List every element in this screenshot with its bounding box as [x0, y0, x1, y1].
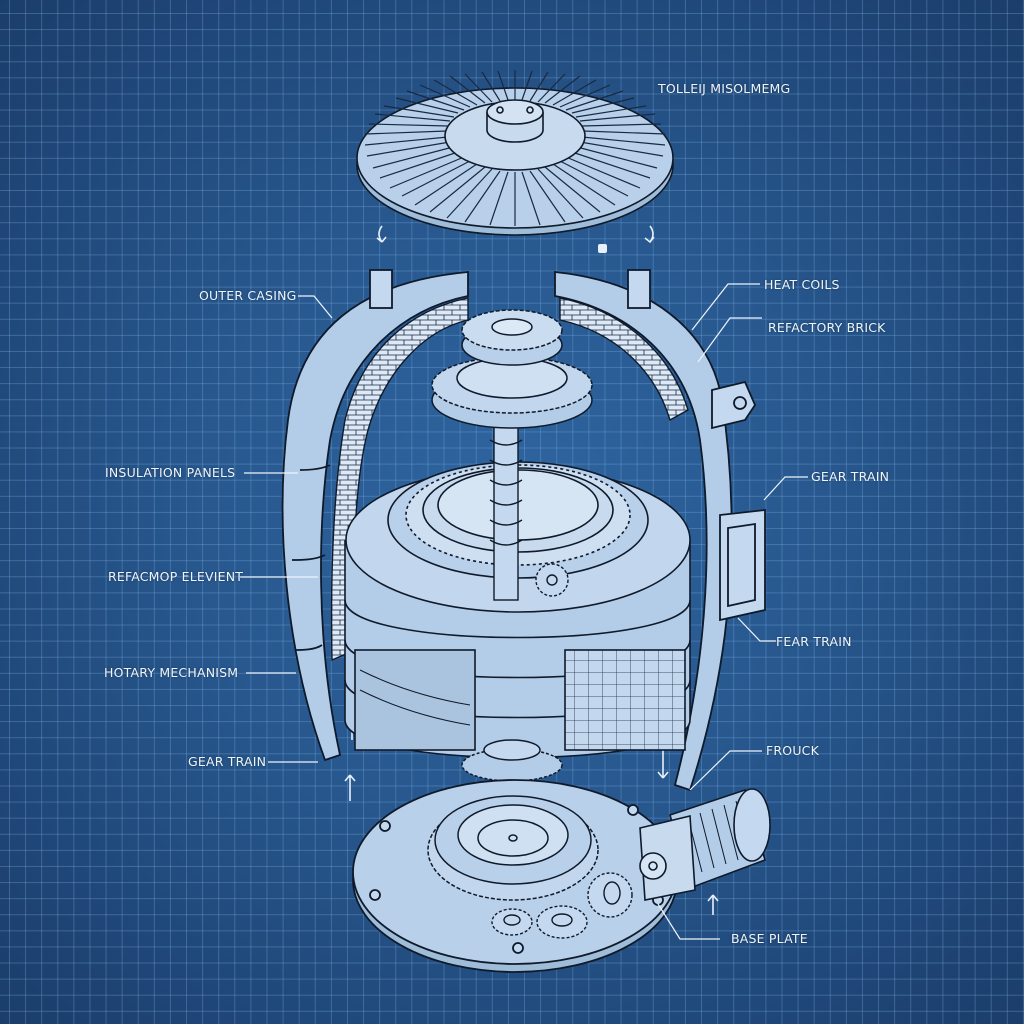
lower-coupling-gear — [461, 739, 563, 782]
label-fear-train: FEAR TRAIN — [776, 634, 852, 649]
label-gear-train-right: GEAR TRAIN — [811, 469, 890, 484]
small-gears — [491, 872, 633, 939]
label-refactory-element: REFACMOP ELEVIENT — [108, 569, 244, 584]
diagram-title: TOLLEIJ MISOLMEMG — [658, 81, 791, 96]
label-insulation-panels: INSULATION PANELS — [105, 465, 236, 480]
label-refractory-brick: REFACTORY BRICK — [768, 320, 886, 335]
stacked-gears — [431, 309, 593, 429]
refractory-brick-left — [330, 297, 469, 662]
label-frouck: FROUCK — [766, 743, 819, 758]
worm-shaft — [489, 399, 523, 601]
pinion-gear — [535, 563, 569, 597]
label-heat-coils: HEAT COILS — [764, 277, 840, 292]
outer-casing-right — [554, 269, 766, 792]
finned-lid — [356, 70, 674, 236]
label-hotary-mechanism: HOTARY MECHANISM — [104, 665, 239, 680]
outer-casing-left — [281, 269, 469, 762]
leader-lines — [240, 283, 808, 940]
label-outer-casing: OUTER CASING — [199, 288, 297, 303]
refractory-brick-right — [559, 297, 689, 422]
large-base-gear — [427, 795, 599, 901]
drive-motor — [639, 788, 771, 901]
ring-gear-assembly — [344, 461, 691, 759]
label-gear-train-left: GEAR TRAIN — [188, 754, 267, 769]
label-base-plate: BASE PLATE — [731, 931, 808, 946]
